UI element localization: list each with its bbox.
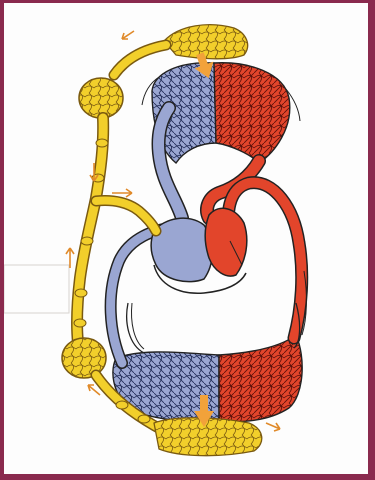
left-heart-chamber [205,208,247,276]
lower-capillary-arterial-side [219,335,302,422]
circulation-diagram [4,3,368,474]
scan-artifact-box [4,265,69,313]
upper-capillary-arterial-side [214,63,290,163]
lower-lymph-capillaries [154,418,262,456]
upper-lymph-capillaries [164,25,248,59]
lymph-node-icon [79,78,123,118]
diagram-frame [4,3,368,474]
